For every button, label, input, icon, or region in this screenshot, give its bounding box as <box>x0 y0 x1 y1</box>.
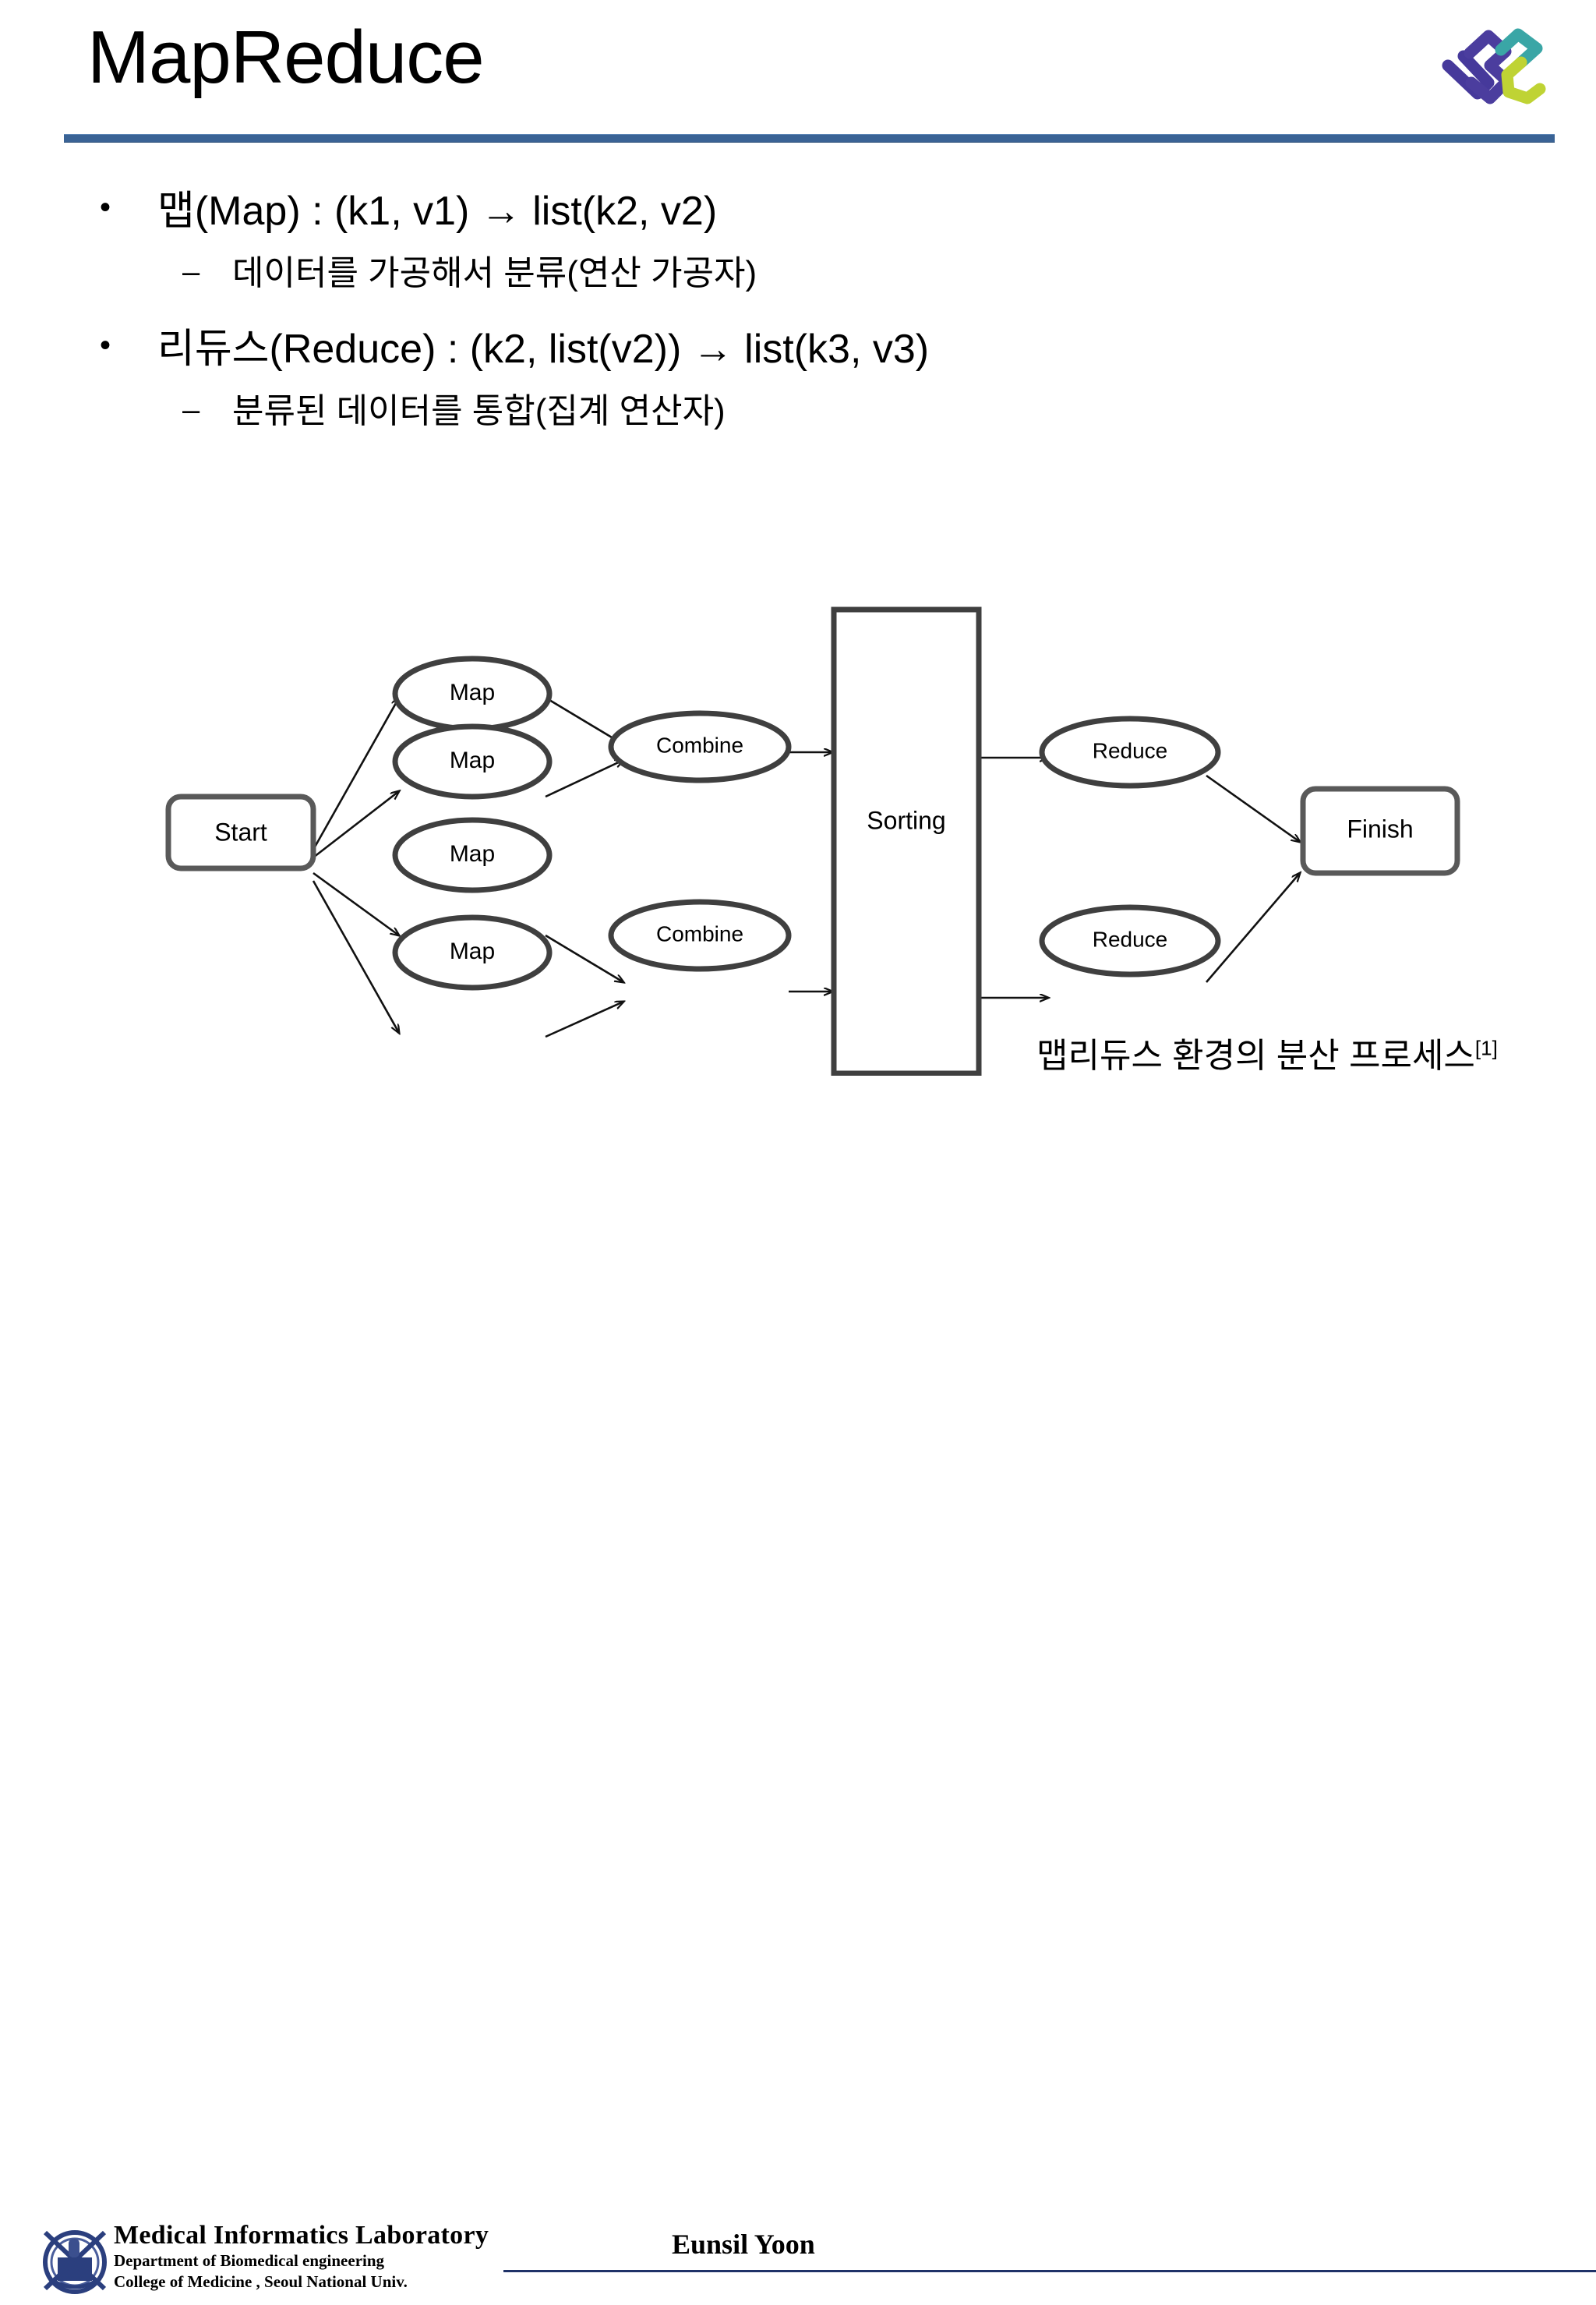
edge-map4-combine2 <box>545 1002 623 1038</box>
edge-start-map1 <box>312 698 399 850</box>
sub-bullet-marker: – <box>182 255 200 290</box>
edge-reduce2-finish <box>1206 873 1300 983</box>
node-start-label: Start <box>214 818 267 846</box>
node-reduce-2: Reduce <box>1039 904 1221 978</box>
bullet-text: 리듀스(Reduce) : (k2, list(v2)) → list(k3, … <box>157 326 930 372</box>
node-reduce-2-label: Reduce <box>1093 927 1168 951</box>
lab-name: Medical Informatics Laboratory <box>114 2221 489 2250</box>
brand-logo <box>1440 17 1565 117</box>
bullet-text: 맵(Map) : (k1, v1) → list(k2, v2) <box>157 189 718 234</box>
sub-bullet-item-reduce: – 분류된 데이터를 통합(집계 연산자) <box>87 392 1334 432</box>
sub-bullet-item-map: – 데이터를 가공해서 분류(연산 가공자) <box>87 254 1334 294</box>
node-reduce-1: Reduce <box>1039 716 1221 789</box>
node-sorting-label: Sorting <box>867 806 945 834</box>
page-title: MapReduce <box>87 16 485 99</box>
edge-map3-combine2 <box>545 934 623 982</box>
node-map-2-label: Map <box>450 748 495 773</box>
diagram-caption: 맵리듀스 환경의 분산 프로세스[1] <box>1036 1027 1498 1077</box>
sub-bullet-text: 데이터를 가공해서 분류(연산 가공자) <box>232 254 757 293</box>
sub-bullet-text: 분류된 데이터를 통합(집계 연산자) <box>232 392 726 431</box>
node-start: Start <box>165 794 316 871</box>
edge-start-map4 <box>312 880 399 1033</box>
title-divider <box>64 134 1555 143</box>
slide-footer: Medical Informatics Laboratory Departmen… <box>0 1107 1596 2294</box>
node-sorting: Sorting <box>831 606 982 1076</box>
sub-bullet-marker: – <box>182 393 200 428</box>
node-combine-1-label: Combine <box>656 733 743 757</box>
diagram-caption-text: 맵리듀스 환경의 분산 프로세스 <box>1036 1037 1475 1075</box>
footer-divider <box>503 2270 1596 2272</box>
bullet-item-map: • 맵(Map) : (k1, v1) → list(k2, v2) <box>87 189 1334 234</box>
edge-map2-combine1 <box>545 760 623 798</box>
diagram-edges <box>312 696 1300 1038</box>
lab-department: Department of Biomedical engineering <box>114 2251 385 2271</box>
node-map-1: Map <box>392 656 553 732</box>
lab-identity: Medical Informatics Laboratory Departmen… <box>114 2220 489 2293</box>
node-finish-label: Finish <box>1347 815 1413 843</box>
node-combine-2-label: Combine <box>656 921 743 946</box>
edge-map1-combine1 <box>545 696 623 744</box>
bullet-marker: • <box>100 190 111 224</box>
node-map-2: Map <box>392 723 553 800</box>
node-finish: Finish <box>1300 786 1460 876</box>
bullet-marker: • <box>100 327 111 362</box>
bullet-list: • 맵(Map) : (k1, v1) → list(k2, v2) – 데이터… <box>87 189 1334 465</box>
node-combine-2: Combine <box>608 899 792 972</box>
university-emblem-icon <box>34 2220 115 2301</box>
edge-start-map3 <box>312 871 399 935</box>
diagram-caption-reference: [1] <box>1474 1036 1498 1060</box>
lab-institution: College of Medicine , Seoul National Uni… <box>114 2271 408 2291</box>
node-combine-1: Combine <box>608 710 792 783</box>
edge-start-map2 <box>312 791 399 859</box>
node-map-4: Map <box>392 914 553 991</box>
node-reduce-1-label: Reduce <box>1093 738 1168 762</box>
edge-reduce1-finish <box>1206 774 1300 842</box>
node-map-3-label: Map <box>450 841 495 867</box>
bullet-item-reduce: • 리듀스(Reduce) : (k2, list(v2)) → list(k3… <box>87 327 1334 372</box>
node-map-3: Map <box>392 817 553 893</box>
presenter-name: Eunsil Yoon <box>672 2229 815 2260</box>
node-map-4-label: Map <box>450 939 495 964</box>
node-map-1-label: Map <box>450 680 495 705</box>
mapreduce-flow-diagram: Start Map Map Map Map Combine Combine <box>0 592 1596 1076</box>
